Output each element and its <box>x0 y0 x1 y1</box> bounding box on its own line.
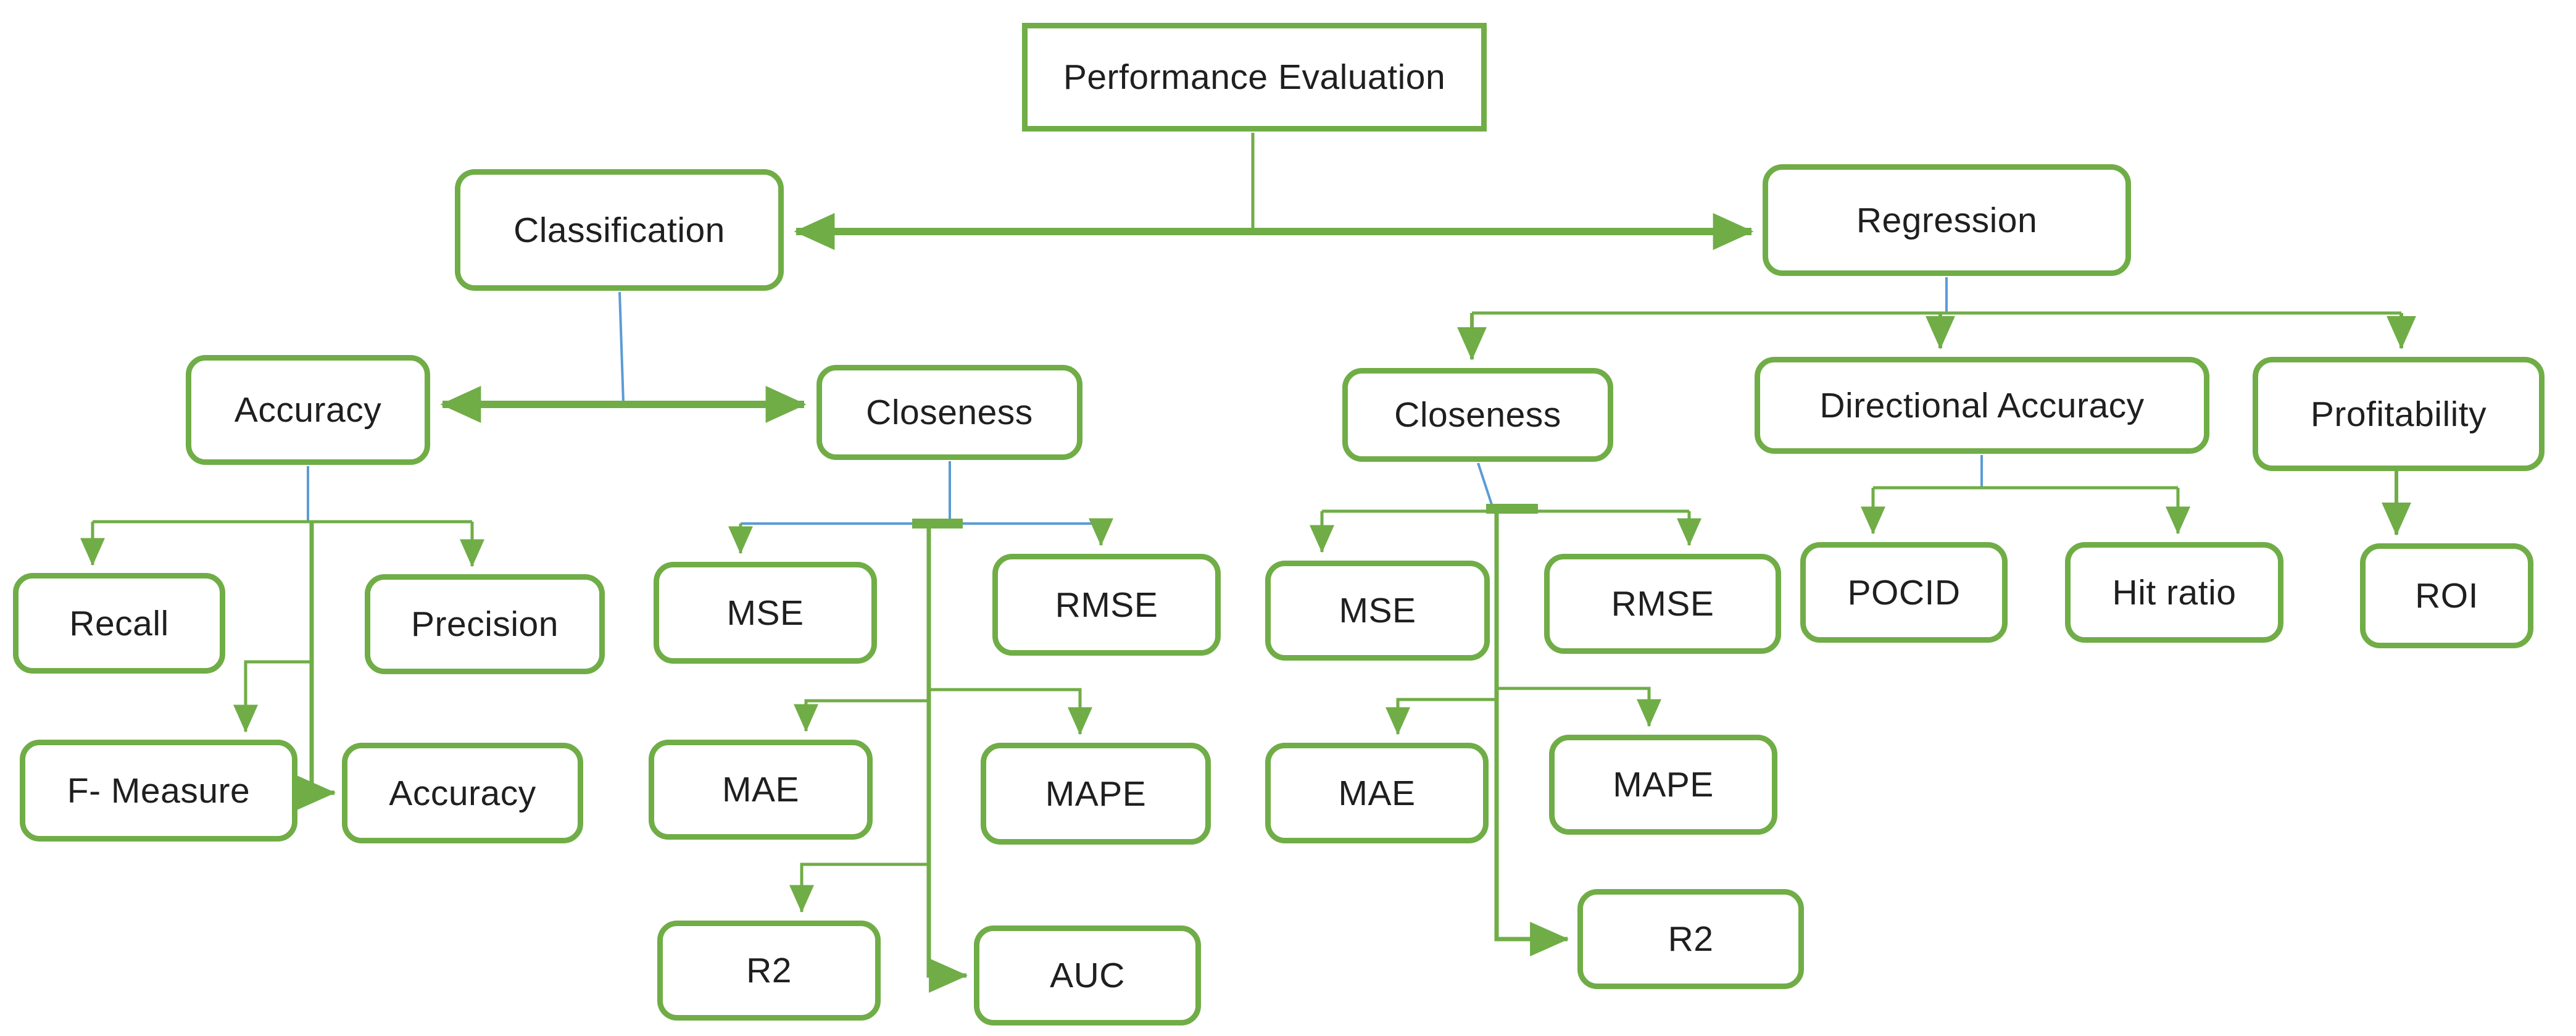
node-mae-left: MAE <box>649 740 873 840</box>
connector-arm-mae-right <box>1386 698 1497 735</box>
node-roi: ROI <box>2360 543 2533 648</box>
node-classification: Classification <box>455 169 784 291</box>
node-profitability: Profitability <box>2253 357 2545 471</box>
node-closeness-right: Closeness <box>1342 368 1613 462</box>
connector-closeness-right-trunk <box>1494 511 1569 956</box>
node-recall: Recall <box>13 573 225 674</box>
node-auc: AUC <box>974 925 1201 1026</box>
node-r2-right: R2 <box>1577 889 1804 989</box>
node-rmse-left: RMSE <box>992 554 1221 656</box>
connector-arm-mape-right <box>1497 687 1661 727</box>
node-hit-ratio: Hit ratio <box>2065 542 2283 643</box>
connector-arm-r2-left <box>789 863 929 913</box>
node-accuracy: Accuracy <box>186 355 430 465</box>
connector-arm-mape-left <box>929 688 1092 735</box>
node-directional-accuracy: Directional Accuracy <box>1755 357 2209 454</box>
connector-accuracy-trunk <box>297 522 336 810</box>
node-mse-left: MSE <box>654 562 877 664</box>
node-mse-right: MSE <box>1265 561 1490 661</box>
node-closeness-left: Closeness <box>816 365 1082 460</box>
node-r2-left: R2 <box>657 921 881 1021</box>
connector-closeness-right-drop <box>1477 462 1495 511</box>
node-pocid: POCID <box>1800 542 2008 643</box>
connector-arm-f-measure <box>233 660 312 733</box>
node-f-measure: F- Measure <box>20 740 297 842</box>
connector-classification-drop <box>618 291 625 403</box>
connector-arm-mae-left <box>794 699 929 732</box>
node-precision: Precision <box>365 574 605 674</box>
node-rmse-right: RMSE <box>1544 554 1781 654</box>
connector-closeness-left-trunk <box>926 524 968 993</box>
node-accuracy-child: Accuracy <box>342 743 583 843</box>
node-mape-right: MAPE <box>1549 735 1777 835</box>
node-mape-left: MAPE <box>981 743 1211 845</box>
node-regression: Regression <box>1763 164 2131 276</box>
node-mae-right: MAE <box>1265 743 1489 843</box>
node-performance-evaluation: Performance Evaluation <box>1022 23 1487 132</box>
